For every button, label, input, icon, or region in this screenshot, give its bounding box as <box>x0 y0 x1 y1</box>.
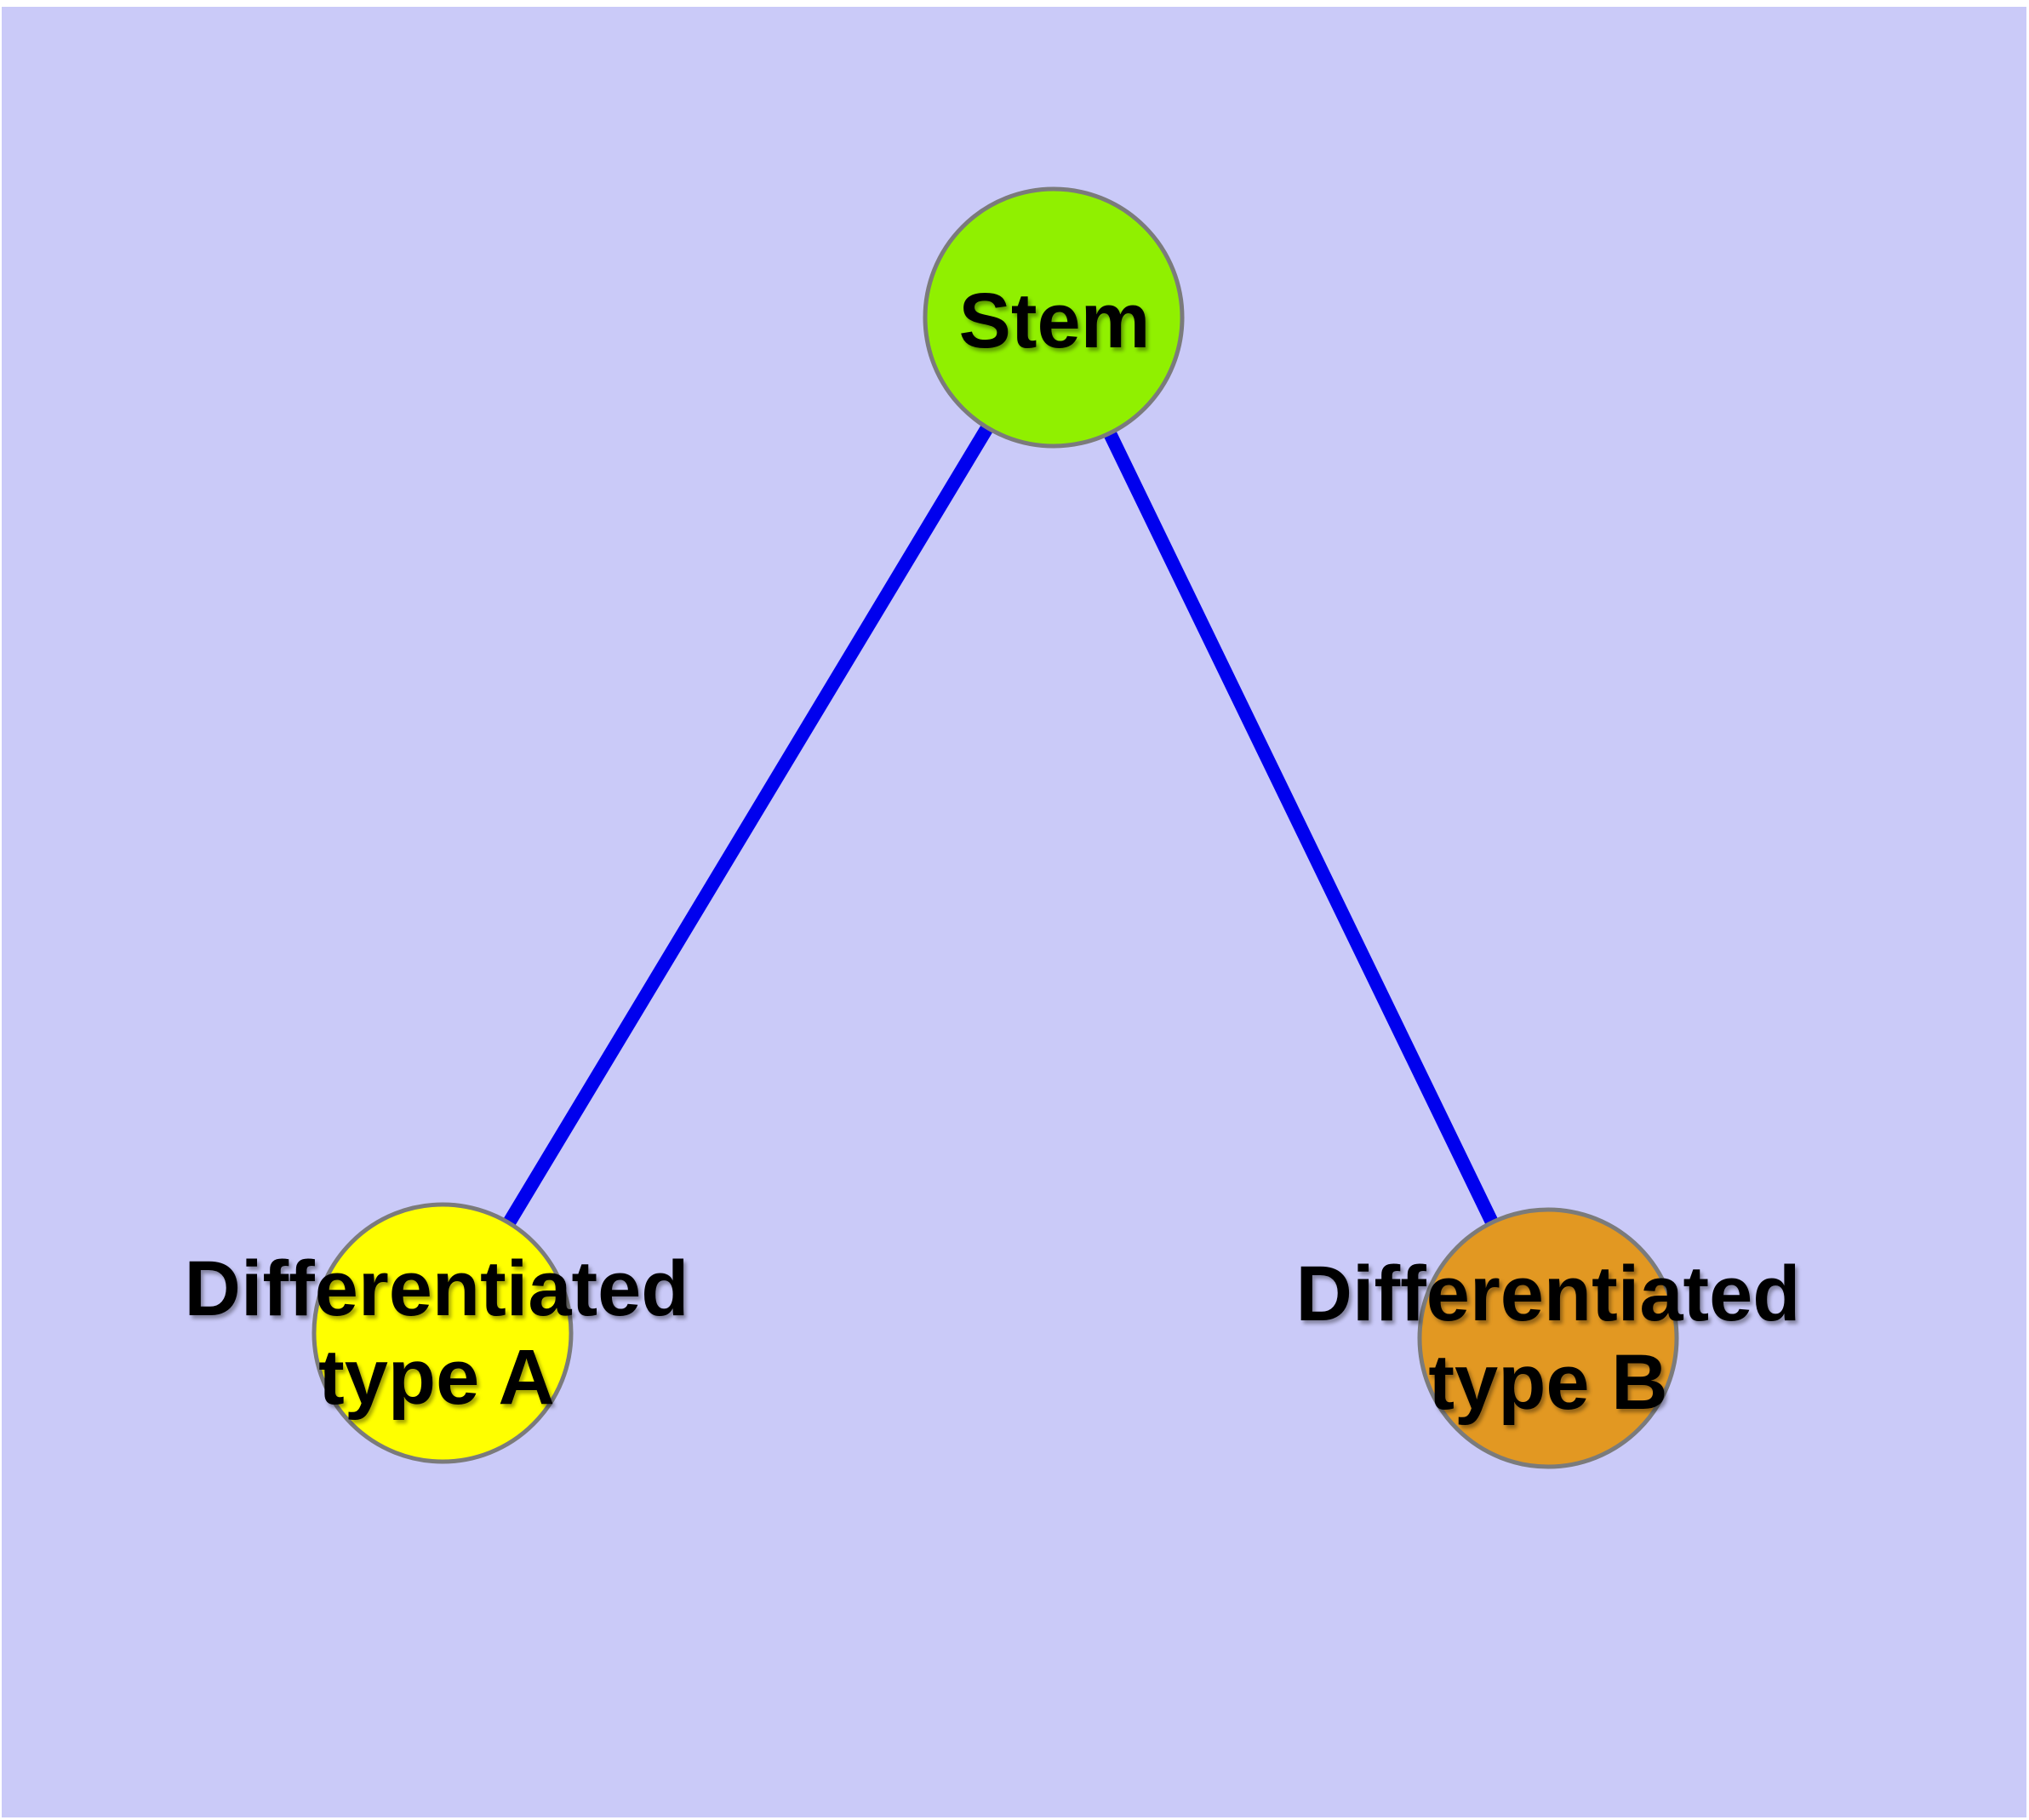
node-stem-circle <box>923 186 1185 449</box>
node-label-type-a: Differentiated type A <box>185 1245 689 1422</box>
node-label-line: type B <box>1428 1339 1668 1426</box>
node-label-type-b: Differentiated type B <box>1296 1250 1801 1427</box>
node-type-a-circle <box>311 1202 574 1464</box>
edge-stem-to-type-b <box>1047 314 1555 1342</box>
node-label-line: Differentiated <box>184 1245 689 1332</box>
node-label-line: Stem <box>958 278 1151 364</box>
edge-stem-to-type-a <box>437 313 1060 1337</box>
node-label-stem: Stem <box>959 277 1151 365</box>
node-type-b-circle <box>1417 1207 1679 1469</box>
node-label-line: type A <box>318 1334 555 1421</box>
node-label-line: Differentiated <box>1295 1251 1801 1337</box>
